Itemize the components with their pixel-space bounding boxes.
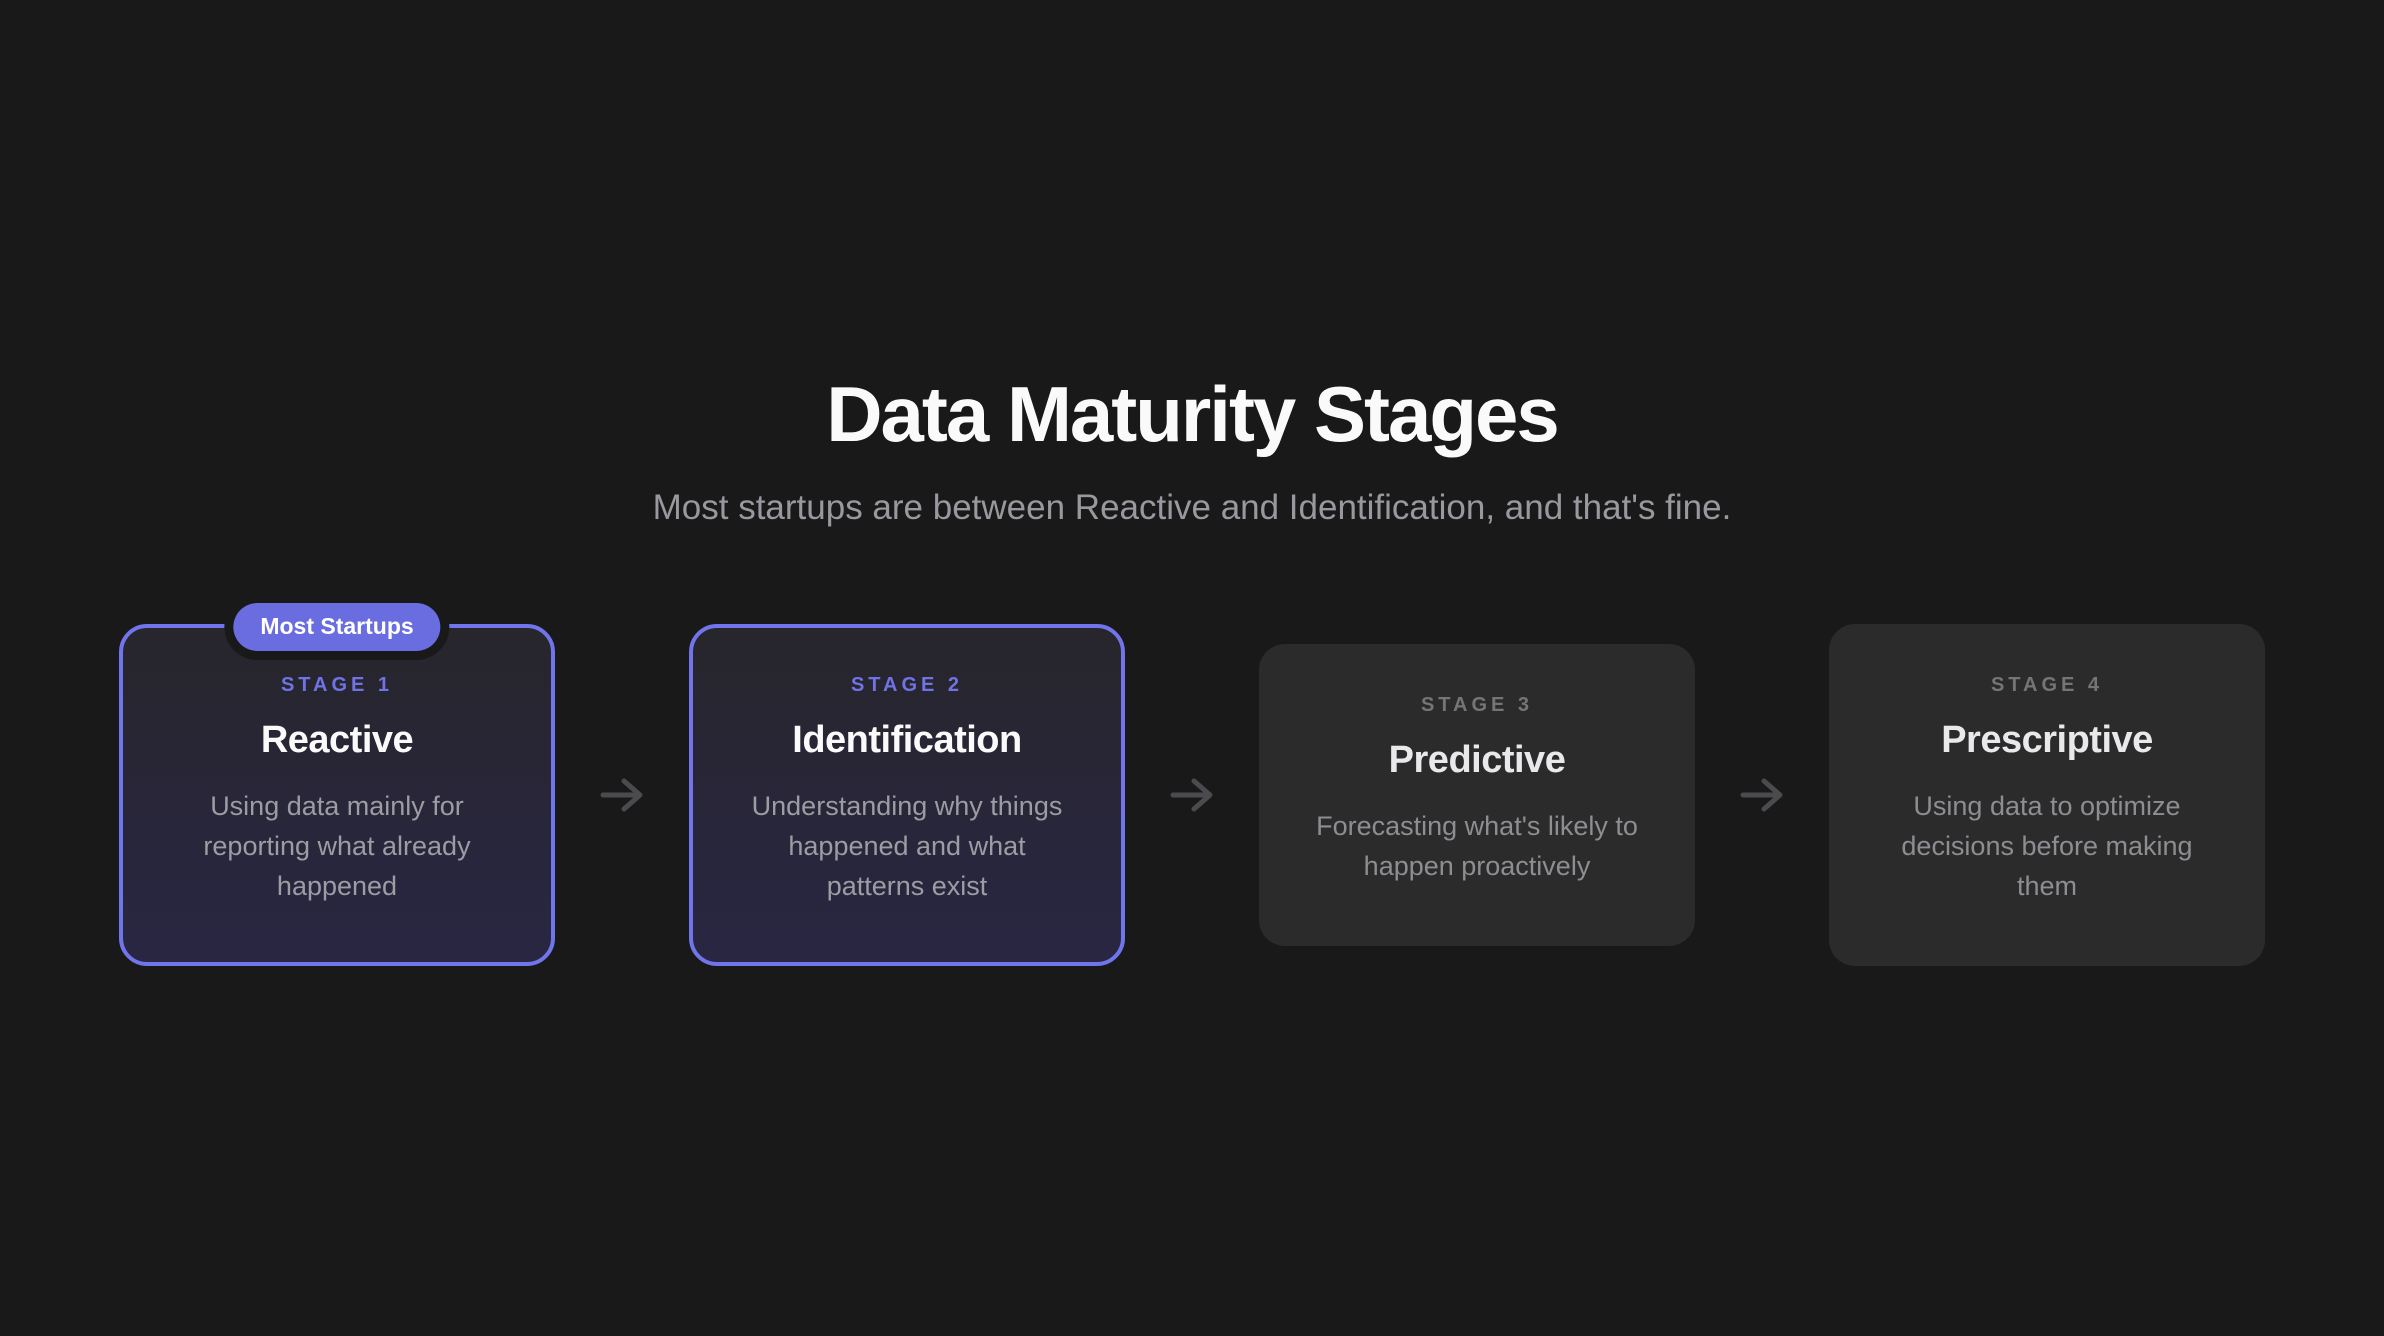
stages-row: Most Startups STAGE 1 Reactive Using dat… bbox=[119, 602, 2265, 966]
stage-card-prescriptive: STAGE 4 Prescriptive Using data to optim… bbox=[1829, 623, 2265, 966]
stage-description: Using data to optimize decisions before … bbox=[1901, 790, 2193, 901]
stage-title: Identification bbox=[792, 718, 1022, 761]
stage-description: Forecasting what's likely to happen proa… bbox=[1316, 810, 1638, 881]
most-startups-badge: Most Startups bbox=[233, 602, 441, 651]
stage-card-reactive: Most Startups STAGE 1 Reactive Using dat… bbox=[119, 602, 555, 966]
arrow-cell bbox=[555, 778, 689, 812]
page-subtitle: Most startups are between Reactive and I… bbox=[652, 487, 1732, 527]
arrow-cell bbox=[1695, 778, 1829, 812]
stage-title: Prescriptive bbox=[1941, 718, 2153, 761]
stage-description: Using data mainly for reporting what alr… bbox=[203, 790, 471, 901]
arrow-cell bbox=[1125, 778, 1259, 812]
stage-label: STAGE 2 bbox=[850, 673, 964, 696]
stage-description: Understanding why things happened and wh… bbox=[751, 790, 1063, 901]
stage-label: STAGE 4 bbox=[1990, 673, 2104, 696]
arrow-right-icon bbox=[1740, 778, 1783, 812]
stage-label: STAGE 1 bbox=[280, 673, 394, 696]
stage-label: STAGE 3 bbox=[1420, 693, 1534, 716]
arrow-right-icon bbox=[600, 778, 643, 812]
arrow-right-icon bbox=[1170, 778, 1213, 812]
page-title: Data Maturity Stages bbox=[826, 370, 1560, 459]
stage-title: Predictive bbox=[1388, 738, 1566, 781]
stage-card-predictive: STAGE 3 Predictive Forecasting what's li… bbox=[1259, 643, 1695, 946]
stage-title: Reactive bbox=[260, 718, 414, 761]
stage-card-identification: STAGE 2 Identification Understanding why… bbox=[689, 623, 1125, 966]
